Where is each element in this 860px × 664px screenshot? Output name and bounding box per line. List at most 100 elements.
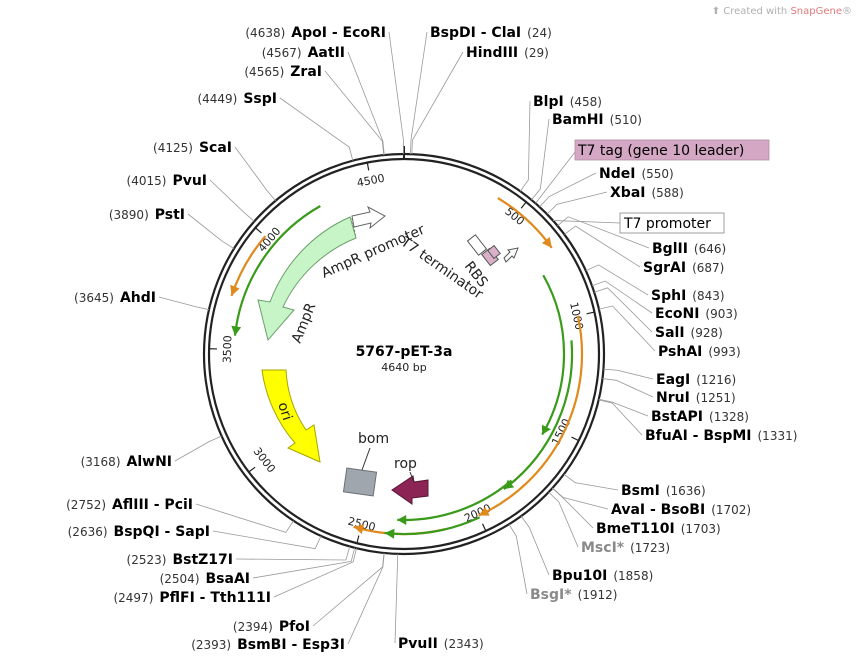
t7-promoter-label-box: T7 promoter: [619, 212, 725, 234]
enzyme-position: (4567): [262, 46, 302, 60]
orf-arrowhead: [541, 236, 552, 248]
ampr-arrow: [257, 216, 357, 342]
enzyme-name: PflFI - Tth111I: [159, 590, 271, 606]
tick-mark: [254, 227, 262, 234]
enzyme-name: ScaI: [199, 140, 232, 156]
orf-arrowhead: [478, 506, 490, 516]
rop-leader: [409, 471, 415, 483]
leader-group: [158, 31, 656, 645]
enzyme-leader: [347, 51, 385, 156]
watermark-prefix: Created with: [723, 6, 788, 17]
enzyme-position: (4449): [197, 92, 237, 106]
enzyme-name: BamHI: [552, 112, 604, 128]
enzyme-position: (458): [570, 95, 602, 109]
enzyme-label: Bpu10I(1858): [552, 568, 653, 584]
enzyme-position: (4565): [244, 65, 284, 79]
enzyme-leader: [548, 491, 579, 548]
enzyme-position: (687): [692, 261, 724, 275]
enzyme-leader: [388, 31, 404, 155]
rop-arrow: [391, 475, 429, 505]
tick-label: 4500: [356, 172, 386, 190]
enzyme-position: (3168): [81, 455, 121, 469]
enzyme-label: (3168) AlwNI: [81, 454, 172, 470]
enzyme-position: (1331): [758, 429, 798, 443]
enzyme-position: (646): [694, 242, 726, 256]
enzyme-name: BmeT110I: [596, 521, 675, 537]
enzyme-position: (2343): [444, 637, 484, 651]
enzyme-name: BsgI*: [530, 587, 572, 603]
enzyme-leader: [557, 216, 650, 249]
enzyme-name: NruI: [656, 390, 690, 406]
enzyme-label: (2394)PfoI: [233, 619, 310, 635]
enzyme-label: EcoNI(903): [655, 306, 738, 322]
enzyme-name: AvaI - BsoBI: [611, 502, 705, 518]
enzyme-label: BsgI* (1912): [530, 587, 617, 603]
enzyme-label: (2504)BsaAI: [160, 571, 250, 587]
enzyme-name: XbaI: [610, 185, 645, 201]
enzyme-label: (4125) ScaI: [153, 140, 232, 156]
enzyme-leader: [602, 378, 654, 398]
enzyme-leader: [174, 435, 222, 462]
t7-terminator-box: [466, 234, 488, 256]
enzyme-label: (3890)PstI: [109, 207, 185, 223]
ori-label: ori: [274, 400, 295, 422]
tick-label: 3500: [221, 335, 235, 363]
orf-arc: [397, 479, 513, 522]
orf-arrowhead: [231, 325, 242, 336]
t7-tag-label: T7 tag (gene 10 leader): [577, 143, 744, 159]
orf-arc: [478, 315, 584, 517]
enzyme-label: EagI(1216): [656, 372, 736, 388]
orf-arrowhead: [384, 528, 395, 539]
enzyme-label: SphI(843): [651, 288, 725, 304]
enzyme-name: HindIII: [466, 45, 518, 61]
enzyme-leader: [552, 487, 594, 529]
tick-mark: [481, 523, 487, 532]
enzyme-name: BsmBI - Esp3I: [237, 637, 345, 653]
enzyme-label: PvuII(2343): [398, 636, 484, 652]
enzyme-name: EagI: [656, 372, 690, 388]
enzyme-name: AflIII - PciI: [112, 497, 193, 513]
enzyme-position: (1912): [578, 588, 618, 602]
enzyme-position: (510): [610, 113, 642, 127]
enzyme-label-group: BspDI - ClaI(24)HindIII(29)BlpI(458)BamH…: [66, 25, 797, 653]
enzyme-leader: [410, 31, 428, 155]
enzyme-leader: [273, 548, 357, 598]
enzyme-position: (588): [651, 186, 683, 200]
feature-leader: [535, 151, 576, 204]
tick-mark: [366, 162, 370, 171]
enzyme-leader: [564, 225, 641, 268]
enzyme-position: (1328): [709, 410, 749, 424]
enzyme-position: (4125): [153, 141, 193, 155]
enzyme-position: (903): [705, 307, 737, 321]
enzyme-leader: [539, 172, 597, 208]
tick-mark: [586, 311, 595, 315]
enzyme-name: SphI: [651, 288, 686, 304]
enzyme-leader: [212, 530, 322, 550]
enzyme-name: BstZ17I: [172, 552, 233, 568]
enzyme-position: (29): [524, 46, 549, 60]
ampr-promoter-arrow: [351, 205, 386, 230]
enzyme-label: BglII(646): [652, 241, 726, 257]
enzyme-leader: [563, 473, 619, 491]
enzyme-label: (2497)PflFI - Tth111I: [113, 590, 271, 606]
enzyme-name: BsmI: [621, 483, 660, 499]
enzyme-name: AlwNI: [127, 454, 173, 470]
enzyme-label: BmeT110I(1703): [596, 521, 721, 537]
enzyme-leader: [209, 179, 255, 222]
enzyme-label: (4567)AatII: [262, 45, 345, 61]
enzyme-leader: [520, 515, 550, 576]
enzyme-leader: [411, 51, 464, 155]
watermark-mark: ®: [842, 6, 852, 17]
enzyme-name: MscI*: [581, 540, 625, 556]
tick-label: 1000: [567, 301, 586, 331]
enzyme-position: (550): [641, 167, 673, 181]
enzyme-leader: [347, 552, 385, 645]
orf-arc: [503, 340, 574, 490]
enzyme-position: (1251): [696, 391, 736, 405]
enzyme-label: HindIII (29): [466, 45, 549, 61]
enzyme-label: SgrAI(687): [643, 260, 724, 276]
enzyme-position: (1858): [613, 569, 653, 583]
orf-arrowhead: [230, 284, 240, 296]
enzyme-label: (4638)ApoI - EcoRI: [245, 25, 386, 41]
